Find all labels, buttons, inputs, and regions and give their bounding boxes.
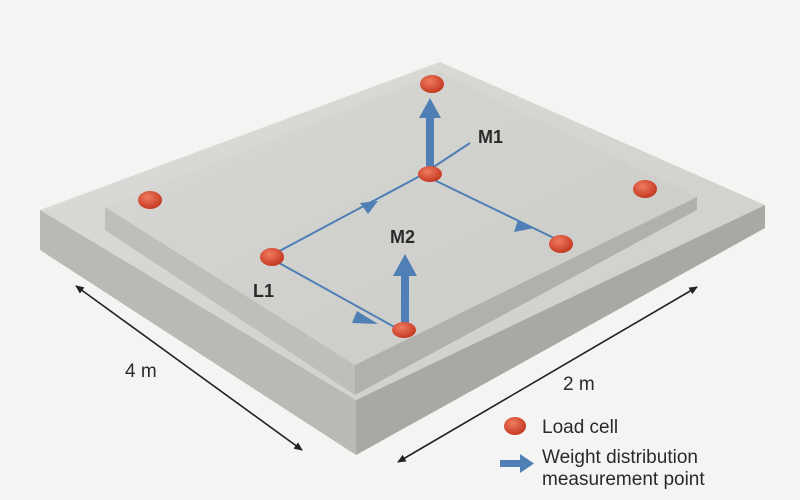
dimension-right-label: 2 m — [563, 374, 595, 395]
load-cell-l1 — [260, 248, 284, 266]
distribution-lines — [271, 142, 559, 330]
load-cell-right — [633, 180, 657, 198]
load-cell-center — [418, 166, 442, 182]
load-cell-top — [420, 75, 444, 93]
arrowhead-down-right — [352, 311, 378, 324]
dimension-left-label: 4 m — [125, 361, 157, 382]
legend: Load cell Weight distribution measuremen… — [500, 417, 705, 490]
direction-arrowheads — [352, 201, 535, 324]
legend-load-cell-icon — [504, 417, 526, 435]
legend-arrow-icon — [500, 454, 534, 473]
line-l1-to-m2 — [271, 258, 399, 330]
legend-load-cell-label: Load cell — [542, 417, 618, 438]
label-l1: L1 — [253, 281, 274, 301]
load-cell-lower-right — [549, 235, 573, 253]
legend-weight-label-line2: measurement point — [542, 469, 705, 490]
measurement-arrow-m1 — [419, 98, 441, 172]
line-center-to-right — [429, 177, 559, 241]
load-cell-left — [138, 191, 162, 209]
arrowhead-up-right — [360, 201, 378, 214]
label-m2: M2 — [390, 227, 415, 247]
label-m1: M1 — [478, 127, 503, 147]
legend-weight-label-line1: Weight distribution — [542, 447, 698, 468]
arrowhead-right — [514, 220, 535, 232]
dimension-left — [75, 285, 303, 451]
load-cell-m2 — [392, 322, 416, 338]
line-l1-to-center — [271, 175, 421, 256]
load-cells — [138, 75, 657, 338]
dimension-right — [397, 286, 698, 463]
